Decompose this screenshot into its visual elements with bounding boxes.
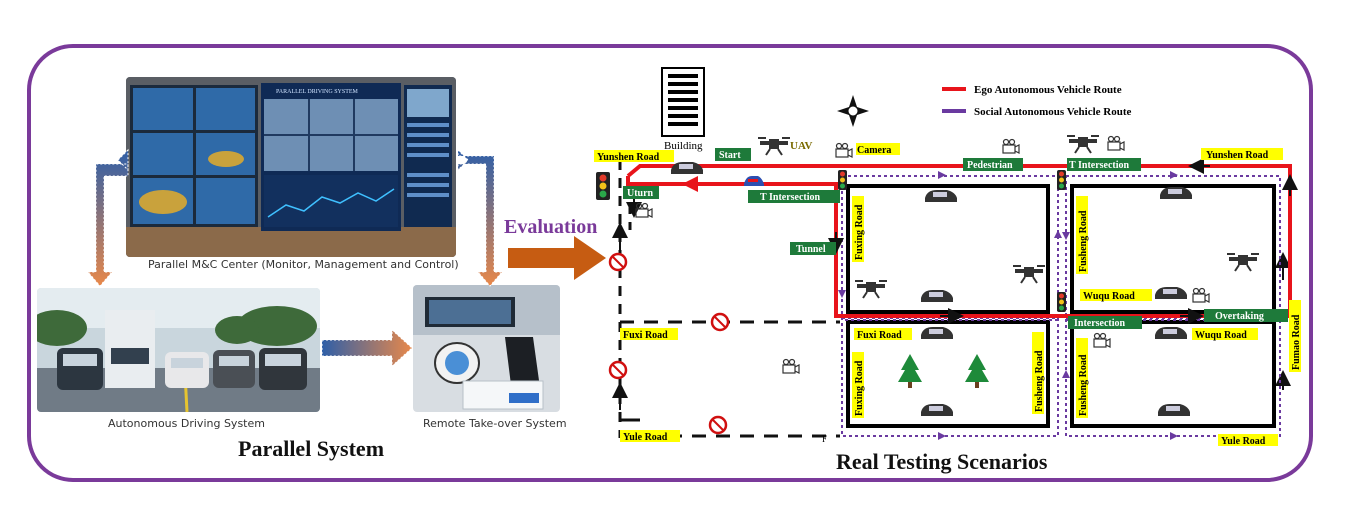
road-wuqu-1: Wuqu Road [1083, 291, 1135, 302]
uav-icon [1013, 265, 1045, 284]
remote-takeover-photo [413, 285, 560, 412]
label-t-intersection-1: T Intersection [760, 192, 821, 203]
road-fusheng-2: Fusheng Road [1034, 350, 1045, 412]
traffic-light-icon [1057, 170, 1066, 190]
tree-icon [965, 354, 989, 388]
road-yule-right: Yule Road [1221, 436, 1266, 447]
road-fusheng-3: Fusheng Road [1078, 354, 1089, 416]
traffic-light-icon [838, 170, 847, 190]
tree-icon [898, 354, 922, 388]
label-t-intersection-2: T Intersection [1069, 160, 1130, 171]
car-icon [1155, 327, 1187, 339]
uav-icon [1227, 253, 1259, 272]
parallel-system-title: Parallel System [238, 436, 385, 461]
no-entry-sign-icon [710, 312, 730, 332]
evaluation-arrow [508, 236, 606, 280]
camera-icon [835, 142, 853, 158]
uav-icon [1067, 135, 1099, 154]
ego-route-arrows [682, 158, 1298, 324]
outer-frame [27, 44, 1313, 482]
camera-icon [1192, 287, 1210, 303]
camera-icon [1107, 135, 1125, 151]
traffic-light-icon [596, 172, 610, 200]
no-entry-sign-icon [608, 360, 628, 380]
building-label: Building [664, 140, 703, 152]
real-testing-scenarios-title: Real Testing Scenarios [836, 449, 1048, 474]
legend-social-label: Social Autonomous Vehicle Route [974, 106, 1131, 118]
compass-icon [837, 95, 869, 127]
label-intersection: Intersection [1074, 318, 1126, 329]
label-overtaking: Overtaking [1215, 311, 1264, 322]
mc-center-screens: PARALLEL DRIVING SYSTEM [126, 77, 456, 257]
mc-to-rto-arrow [457, 148, 504, 287]
uav-icon [758, 137, 790, 156]
road-yunshen-right: Yunshen Road [1206, 150, 1269, 161]
traffic-light-icon [1057, 292, 1066, 312]
mc-center-photo: PARALLEL DRIVING SYSTEM [126, 77, 456, 257]
mc-screen-title: PARALLEL DRIVING SYSTEM [276, 89, 359, 95]
mc-to-ads-arrow [86, 148, 129, 287]
car-icon [921, 404, 953, 416]
road-fuxi-2: Fuxi Road [857, 330, 902, 341]
social-route-arrows [838, 171, 1178, 440]
uav-icon [855, 280, 887, 299]
label-tunnel: Tunnel [796, 244, 826, 255]
camera-icon [782, 358, 800, 374]
autonomous-vehicles-scene [37, 288, 320, 412]
building-icon [661, 67, 705, 137]
route-legend: Ego Autonomous Vehicle Route Social Auto… [942, 84, 1131, 118]
camera-icon [1002, 138, 1020, 154]
road-yunshen-left: Yunshen Road [597, 152, 660, 163]
car-icon [671, 162, 703, 174]
remote-takeover-scene [413, 285, 560, 412]
autonomous-driving-photo [37, 288, 320, 412]
label-start: Start [719, 150, 741, 161]
block-bottom-right [1070, 320, 1276, 428]
label-camera: Camera [857, 145, 891, 156]
car-icon [1160, 187, 1192, 199]
evaluation-label: Evaluation [504, 216, 598, 238]
label-pedestrian: Pedestrian [967, 160, 1013, 171]
road-fumao: Fumao Road [1291, 314, 1302, 370]
road-wuqu-2: Wuqu Road [1195, 330, 1247, 341]
legend-ego-label: Ego Autonomous Vehicle Route [974, 84, 1122, 96]
road-fuxing-2: Fuxing Road [854, 360, 865, 416]
ego-route [626, 164, 1292, 318]
camera-icon [635, 202, 653, 218]
block-top-right [1070, 184, 1276, 314]
mc-center-caption: Parallel M&C Center (Monitor, Management… [148, 258, 459, 271]
no-entry-sign-icon [708, 415, 728, 435]
road-fusheng-1: Fusheng Road [1078, 210, 1089, 272]
label-uturn: Uturn [627, 188, 654, 199]
car-icon [1158, 404, 1190, 416]
ego-car-icon [744, 176, 764, 186]
no-entry-sign-icon [608, 252, 628, 272]
road-fuxi-1: Fuxi Road [623, 330, 668, 341]
direction-arrows [612, 196, 1291, 410]
road-fuxing-1: Fuxing Road [854, 204, 865, 260]
rto-caption: Remote Take-over System [423, 417, 567, 430]
car-icon [1155, 287, 1187, 299]
vehicles [671, 162, 1192, 416]
label-uav: UAV [790, 140, 812, 152]
ads-caption: Autonomous Driving System [108, 417, 265, 430]
camera-icon [1093, 332, 1111, 348]
car-icon [921, 290, 953, 302]
ads-to-rto-arrow [321, 328, 413, 368]
car-icon [921, 327, 953, 339]
car-icon [925, 190, 957, 202]
road-yule-left: Yule Road [623, 432, 668, 443]
label-f: F [822, 434, 827, 444]
